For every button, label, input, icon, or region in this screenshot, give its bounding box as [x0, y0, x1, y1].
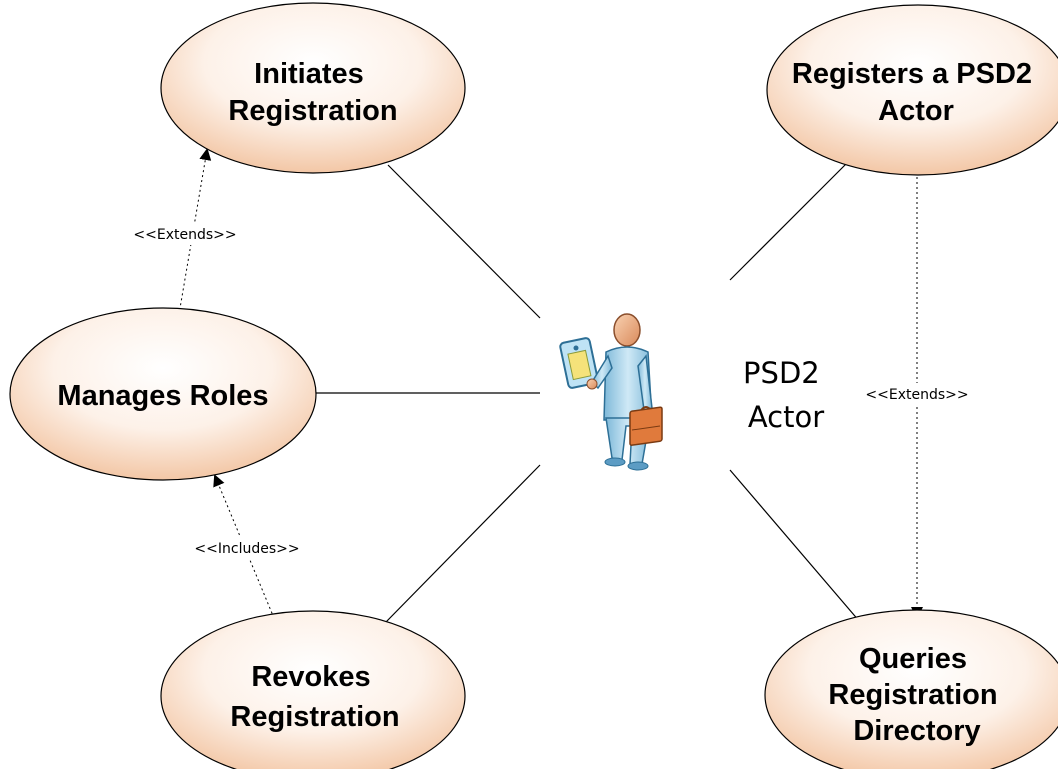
- svg-text:Revokes Registration: Revokes Registration: [230, 661, 399, 733]
- actor-left-arm: [591, 354, 613, 390]
- stereotype-labels: <<Extends>> <<Includes>> <<Extends>>: [126, 223, 977, 559]
- association-registers-psd2-actor: [729, 161, 849, 281]
- svg-text:Initiates Registration: Initiates Registration: [228, 58, 397, 127]
- actor-head: [613, 313, 641, 347]
- use-case-registers-psd2-actor[interactable]: Registers a PSD2 Actor: [766, 4, 1058, 176]
- use-case-label-line: Actor: [878, 95, 954, 127]
- association-revokes-registration: [385, 464, 541, 623]
- use-case-revokes-registration[interactable]: Revokes Registration: [160, 610, 466, 769]
- association-queries-directory: [729, 469, 861, 623]
- use-case-label-line: Directory: [853, 715, 980, 747]
- use-case-label-line: Initiates: [254, 58, 364, 90]
- briefcase-icon: [629, 406, 663, 446]
- extends-label-right: <<Extends>>: [865, 387, 968, 403]
- use-case-label-line: Manages Roles: [57, 380, 268, 412]
- use-case-manages-roles[interactable]: Manages Roles: [9, 307, 317, 481]
- tablet-icon: [559, 337, 599, 389]
- use-case-label-line: Revokes: [251, 661, 370, 693]
- use-case-label-line: Registers a PSD2: [792, 58, 1032, 90]
- extends-label-left: <<Extends>>: [133, 227, 236, 243]
- use-case-label-line: Registration: [828, 679, 997, 711]
- use-case-queries-registration-directory[interactable]: Queries Registration Directory: [764, 609, 1058, 769]
- actor-name: PSD2 Actor: [743, 356, 829, 434]
- use-case-label-line: Registration: [228, 95, 397, 127]
- svg-text:Manages Roles: Manages Roles: [57, 380, 268, 412]
- use-case-label-line: Queries: [859, 643, 967, 675]
- use-case-initiates-registration[interactable]: Initiates Registration: [160, 2, 466, 174]
- actor-name-line: Actor: [748, 400, 824, 434]
- use-case-label-line: Registration: [230, 701, 399, 733]
- svg-text:Queries Registration: Queries Registration Directory: [828, 643, 1005, 747]
- association-initiates-registration: [387, 164, 541, 319]
- includes-label: <<Includes>>: [194, 541, 299, 557]
- actor-name-line: PSD2: [743, 356, 820, 390]
- associations: [316, 161, 861, 623]
- business-person-icon[interactable]: [559, 313, 663, 471]
- svg-text:Registers a PSD2 Actor: Registers a PSD2 Actor: [792, 58, 1040, 127]
